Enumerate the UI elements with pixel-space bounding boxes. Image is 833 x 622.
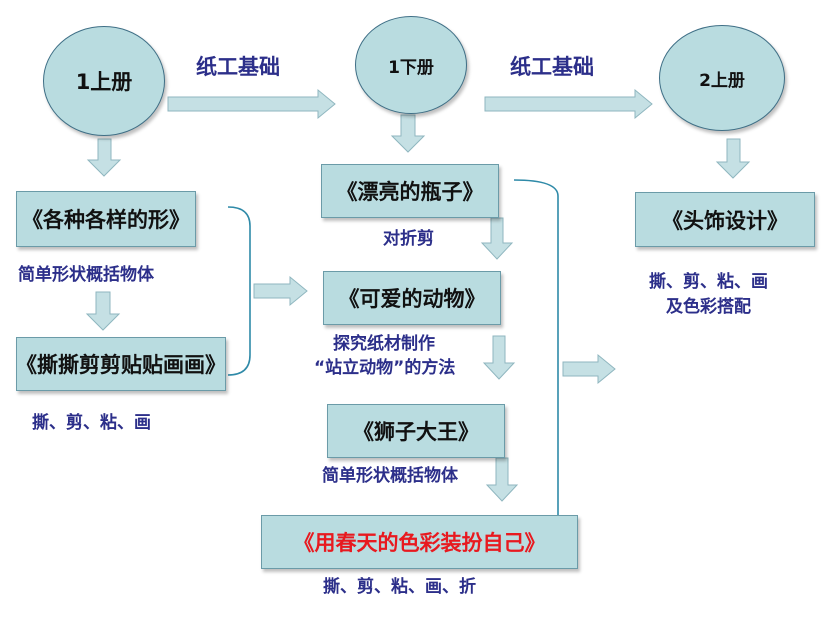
grade-2-up-label: 2上册 [699,70,745,91]
lesson-lion-title: 《狮子大王》 [353,420,479,444]
lesson-shapes-note: 简单形状概括物体 [18,265,154,285]
arrow-down-bottle [480,217,514,260]
arrow-right-left-to-animals [253,275,308,307]
lesson-bottle-note: 对折剪 [383,229,434,249]
lesson-headdress-note-line2: 及色彩搭配 [666,297,751,317]
lesson-tear-cut-box: 《撕撕剪剪贴贴画画》 [16,337,226,391]
lesson-tear-cut-note: 撕、剪、粘、画 [32,413,151,433]
arrow-down-1down [390,114,426,153]
lesson-animals-box: 《可爱的动物》 [323,271,501,325]
lesson-shapes-title: 《各种各样的形》 [22,208,190,232]
grade-2-up-circle: 2上册 [659,25,785,131]
grade-1-down-label: 1下册 [388,57,434,78]
arrow-right-1down-to-2up [484,88,653,120]
lesson-lion-box: 《狮子大王》 [327,404,505,458]
lesson-headdress-box: 《头饰设计》 [635,192,815,247]
grade-1-down-circle: 1下册 [355,16,467,114]
arrow-right-to-headdress [562,353,616,385]
connector-label-right: 纸工基础 [510,55,594,79]
lesson-animals-title: 《可爱的动物》 [338,287,486,311]
arrow-right-1up-to-1down [167,88,336,120]
lesson-tear-cut-title: 《撕撕剪剪贴贴画画》 [16,353,226,377]
connector-label-left: 纸工基础 [196,55,280,79]
lesson-spring-colors-note: 撕、剪、粘、画、折 [323,577,476,597]
lesson-spring-colors-title: 《用春天的色彩装扮自己》 [293,531,546,555]
arrow-down-lion [485,457,519,502]
lesson-shapes-box: 《各种各样的形》 [16,191,196,247]
bracket-left-lessons [227,206,251,376]
grade-1-up-label: 1上册 [75,70,133,94]
lesson-animals-note-line1: 探究纸材制作 [333,334,435,354]
lesson-headdress-note-line1: 撕、剪、粘、画 [649,272,768,292]
arrow-down-1up [86,138,122,177]
lesson-headdress-title: 《头饰设计》 [662,208,788,233]
bracket-middle-lessons [513,179,559,547]
lesson-animals-note-line2: “站立动物”的方法 [314,358,456,378]
arrow-down-2up [715,138,751,179]
lesson-bottle-box: 《漂亮的瓶子》 [321,164,499,218]
lesson-spring-colors-box: 《用春天的色彩装扮自己》 [261,515,578,569]
lesson-bottle-title: 《漂亮的瓶子》 [336,180,484,204]
grade-1-up-circle: 1上册 [43,26,165,136]
arrow-down-animals [482,335,516,380]
lesson-lion-note: 简单形状概括物体 [322,466,458,486]
arrow-down-left-lessons [85,291,121,331]
